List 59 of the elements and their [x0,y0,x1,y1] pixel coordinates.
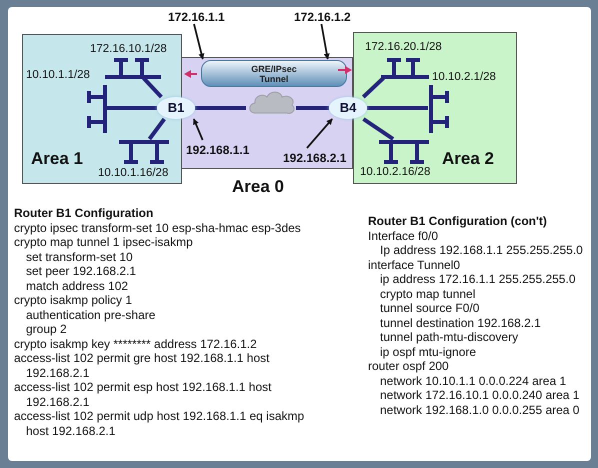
subnet-label: 172.16.10.1/28 [90,42,167,57]
address-label: 172.16.1.2 [294,8,352,24]
config-line: router ospf 200 [368,359,450,374]
leader-line [193,24,204,60]
network-segment [87,85,107,133]
leader-line [306,118,333,149]
config-line: ip ospf mtu-ignore [379,344,478,359]
config-line: Interface f0/0 [368,228,440,243]
config-line: authentication pre-share [25,308,156,322]
network-link [142,76,163,98]
subnet-label: 10.10.2.1/28 [432,70,496,85]
leader-line [192,118,204,140]
config-heading: Router B1 Configuration (con't) [368,214,548,228]
network-link [362,117,394,141]
network-link [106,106,157,110]
network-segment [379,140,429,164]
area-label: Area 2 [442,148,494,170]
config-line: Ip address 192.168.1.1 255.255.255.0 [379,243,583,258]
tunnel-tube: GRE/IPsec Tunnel [201,60,347,87]
config-line: tunnel source F0/0 [379,301,480,316]
address-label: 192.168.2.1 [283,149,351,165]
config-line: crypto ipsec transform-set 10 esp-sha-hmac esp-3des [14,220,302,235]
config-line: ip address 172.16.1.1 255.255.255.0 [379,272,576,286]
leader-line [320,24,330,60]
config-line: crypto isakmp key ******** address 172.16.1.2 [14,336,258,351]
config-line: network 10.10.1.1 0.0.0.224 area 1 [379,374,568,388]
config-line: interface Tunnel0 [368,258,462,272]
link-line [296,106,329,110]
link-line [195,106,246,110]
network-segment [429,85,449,133]
network-segment [119,140,169,164]
address-label: 192.168.1.1 [186,141,254,157]
config-line: crypto map tunnel 1 ipsec-isakmp [14,235,194,250]
network-link [362,76,385,98]
config-line: group 2 [25,322,68,336]
address-label: 172.16.1.1 [168,8,226,24]
subnet-label: 10.10.1.1/28 [26,68,90,83]
config-line: network 192.168.1.0 0.0.0.255 area 0 [379,402,580,417]
config-line: set transform-set 10 [25,250,134,264]
area-box [22,34,182,184]
config-line: set peer 192.168.2.1 [25,264,138,278]
subnet-label: 10.10.2.16/28 [360,165,430,180]
config-line: tunnel destination 192.168.2.1 [379,316,542,330]
area-label: Area 1 [31,148,83,170]
config-line: access-list 102 permit udp host 192.168.1.1 eq isakmp host 192.168.2.1 [14,409,306,438]
network-link [367,106,428,110]
area-label: Area 0 [232,176,284,198]
config-line: crypto map tunnel [379,286,476,301]
config-line: network 172.16.10.1 0.0.0.240 area 1 [379,388,580,402]
network-segment [105,58,161,79]
config-line: tunnel path-mtu-discovery [379,330,520,344]
config-heading: Router B1 Configuration [14,206,154,220]
network-link [148,118,166,140]
subnet-label: 172.16.20.1/28 [365,40,442,55]
config-line: crypto isakmp policy 1 [14,293,134,308]
config-line: match address 102 [25,278,130,293]
cloud [247,89,297,117]
subnet-label: 10.10.1.16/28 [98,166,168,181]
network-segment [381,58,429,79]
